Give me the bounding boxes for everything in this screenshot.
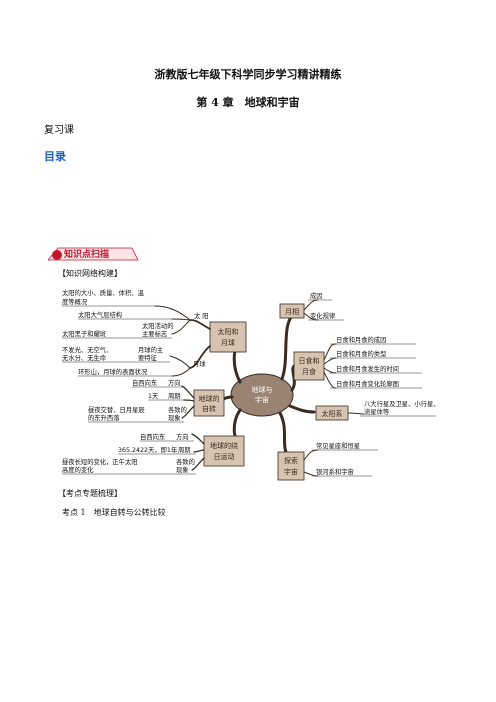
- node-revolution: [203, 435, 245, 467]
- leaf-rev-phen-2: 高度的变化: [62, 465, 94, 474]
- node-eclipse: [293, 351, 325, 381]
- branch-solar-system: [288, 404, 316, 414]
- center-node: [230, 373, 294, 417]
- node-explore-label1: 探索: [284, 456, 298, 465]
- leaf-rev-dir-label: 方向: [176, 432, 189, 441]
- section-topic-review: 【考点专题梳理】: [58, 489, 122, 498]
- branch-eclipse4: [323, 371, 337, 389]
- leaf-eclipse3: 日食和月食发生的时间: [336, 364, 399, 373]
- leaf-rev-phen-label-2: 现象: [176, 465, 189, 474]
- node-sun-moon: [209, 321, 247, 353]
- leaf-phase-cause: 成因: [310, 291, 323, 300]
- node-rotation: [193, 389, 225, 417]
- node-eclipse-label1: 日食和: [299, 356, 320, 365]
- leaf-rot-period: 1天: [148, 392, 159, 400]
- leaf-rot-phen-1: 昼夜交替、日月星辰: [88, 405, 145, 414]
- leaf-rot-phen-label-2: 现象: [168, 413, 181, 422]
- branch-rev-period: [193, 449, 205, 453]
- label-moon: 月球: [193, 359, 206, 368]
- leaf-sun-size-1: 太阳的大小、质量、体积、温: [62, 288, 145, 297]
- leaf-rev-phen-label-1: 各致的: [176, 457, 195, 466]
- node-sun-moon-label2: 月球: [221, 338, 235, 347]
- leaf-rot-phen-2: 的东升西落: [88, 413, 120, 422]
- mind-map: .br { fill: none; stroke: #3a2c22; strok…: [62, 288, 440, 481]
- node-explore-label2: 宇宙: [284, 467, 298, 476]
- node-rotation-label1: 地球的: [199, 394, 220, 403]
- branch-sun-size: [154, 305, 191, 321]
- center-label-line2: 宇宙: [255, 395, 269, 404]
- knowledge-scan-badge: 知识点扫描: [47, 246, 140, 262]
- branch-solar1: [347, 412, 365, 415]
- branch-rev-dir: [191, 433, 205, 445]
- main-title: 浙教版七年级下科学同步学习精讲精练: [154, 68, 342, 81]
- leaf-explore1: 常见星座和恒星: [316, 441, 360, 450]
- review-label: 复习课: [44, 125, 74, 136]
- leaf-rot-period-label: 周期: [168, 392, 181, 400]
- leaf-eclipse1: 日食和月食的成因: [336, 335, 386, 344]
- leaf-moon-main-1: 月球的主: [138, 345, 163, 354]
- leaf-sun-size-2: 度等概况: [62, 297, 88, 306]
- chapter-title: 第 4 章 地球和宇宙: [196, 96, 300, 109]
- branch-eclipse2: [323, 357, 337, 365]
- branch-sun-activity: [171, 319, 191, 335]
- node-revolution-label2: 日运动: [214, 452, 235, 461]
- branch-rot-phen: [181, 405, 195, 419]
- branch-rev-phen: [191, 457, 205, 471]
- leaf-rev-phen-1: 昼夜长短的变化，正午太阳: [62, 457, 138, 466]
- branch-rot-period: [183, 399, 195, 402]
- leaf-moon-main-2: 要特征: [138, 353, 158, 362]
- center-label-line1: 地球与: [252, 385, 273, 394]
- leaf-sun-activity-1: 太阳活动的: [142, 321, 173, 330]
- leaf-explore2: 银河系和宇宙: [316, 467, 354, 476]
- node-sun-moon-label1: 太阳和: [218, 327, 239, 336]
- branch-eclipse3: [323, 367, 337, 374]
- leaf-solar1-2: 流星体等: [364, 407, 390, 416]
- branch-moon-surface: [171, 367, 191, 377]
- section-knowledge-network: 【知识网络构建】: [58, 269, 122, 278]
- kaodian-1: 考点 1 地球自转与公转比较: [62, 508, 166, 517]
- leaf-moon-features-1: 不发光、无空气、: [62, 345, 112, 354]
- label-sun: 太 阳: [194, 311, 209, 320]
- leaf-sunspot: 太阳黑子和耀斑: [62, 329, 107, 338]
- branch-rot-dir: [181, 385, 195, 399]
- branch-explore1: [303, 449, 319, 461]
- badge-label: 知识点扫描: [64, 250, 110, 260]
- leaf-phase-rule: 变化规律: [310, 311, 336, 320]
- leaf-solar1-1: 八大行星及卫星、小行星、彗星、: [364, 399, 440, 408]
- leaf-moon-surface: 环形山，月球的表面状况: [78, 367, 148, 376]
- node-phase: [279, 303, 305, 319]
- branch-sun: [189, 319, 211, 330]
- node-phase-label: 月相: [285, 307, 299, 316]
- branch-moon-main: [169, 355, 191, 369]
- node-eclipse-label2: 月食: [302, 367, 316, 376]
- branch-eclipse1: [323, 343, 337, 361]
- toc-link[interactable]: 目录: [44, 150, 66, 163]
- leaf-rot-dir: 自西向东: [132, 378, 157, 387]
- node-solar-system-label: 太阳系: [322, 409, 343, 418]
- leaf-rot-dir-label: 方向: [168, 378, 181, 387]
- leaf-sun-atm: 太阳大气层结构: [78, 310, 122, 319]
- badge-graphic-icon: [47, 247, 139, 261]
- node-rotation-label2: 自转: [202, 404, 216, 413]
- branch-phase-cause: [303, 299, 319, 311]
- leaf-rev-period: 365.2422天，即1年: [118, 445, 177, 454]
- leaf-rev-period-label: 周期: [178, 446, 191, 454]
- branch-moon: [189, 345, 211, 369]
- leaf-eclipse2: 日食和月食的类型: [336, 349, 386, 358]
- leaf-sun-activity-2: 主要标志: [142, 329, 167, 338]
- branch-sun-atm: [171, 318, 191, 321]
- leaf-rot-phen-label-1: 各致的: [168, 405, 187, 414]
- node-revolution-label1: 地球的绕: [210, 441, 238, 450]
- leaf-moon-features-2: 无水分、无生命: [62, 353, 107, 362]
- node-explore: [277, 451, 305, 481]
- leaf-eclipse4: 日食和月食变化轮廓图: [336, 379, 399, 388]
- leaf-rev-dir: 自西向东: [140, 432, 165, 441]
